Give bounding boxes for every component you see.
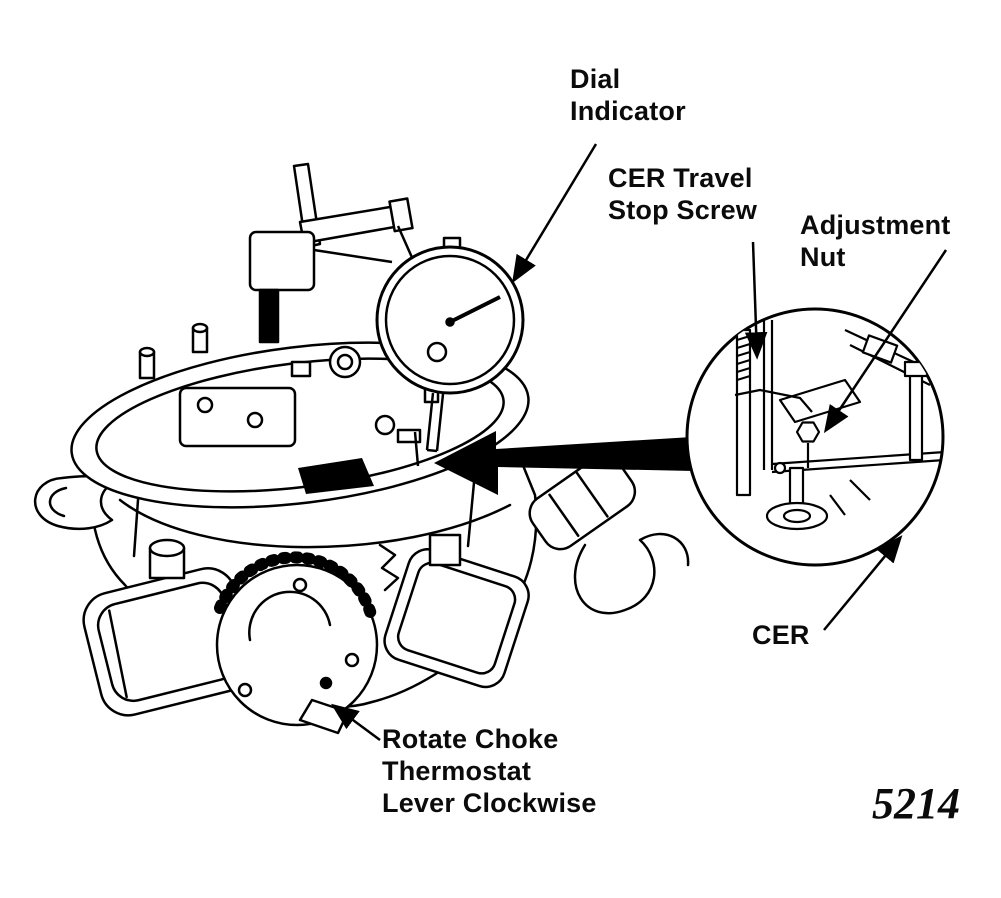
dial-indicator-drawing bbox=[248, 162, 525, 453]
adjustment-nut-pointer-arrow bbox=[823, 249, 948, 434]
label-rotate-choke: Rotate Choke Thermostat Lever Clockwise bbox=[382, 724, 597, 818]
label-dial-indicator: Dial Indicator bbox=[570, 64, 686, 126]
dial-indicator-pointer-arrow bbox=[512, 143, 598, 284]
throttle-solenoid bbox=[383, 548, 530, 689]
label-cer: CER bbox=[752, 620, 810, 650]
inset-detail-circle bbox=[685, 307, 945, 567]
choke-housing-cap bbox=[82, 567, 254, 717]
carburetor-body bbox=[33, 451, 690, 735]
cer-pointer-arrow bbox=[823, 535, 903, 631]
wire-cable bbox=[573, 532, 690, 615]
label-adjustment-nut: Adjustment Nut bbox=[800, 210, 951, 272]
magnifier-arrow-icon bbox=[434, 431, 694, 495]
wire-connector bbox=[528, 454, 637, 551]
rotate-choke-pointer-arrow bbox=[330, 703, 381, 742]
adjustment-nut-part bbox=[795, 421, 821, 443]
cer-travel-pointer-arrow bbox=[744, 241, 768, 360]
label-cer-travel-stop-screw: CER Travel Stop Screw bbox=[608, 163, 758, 225]
choke-thermostat-cover bbox=[214, 551, 379, 735]
figure-number: 5214 bbox=[872, 779, 960, 828]
